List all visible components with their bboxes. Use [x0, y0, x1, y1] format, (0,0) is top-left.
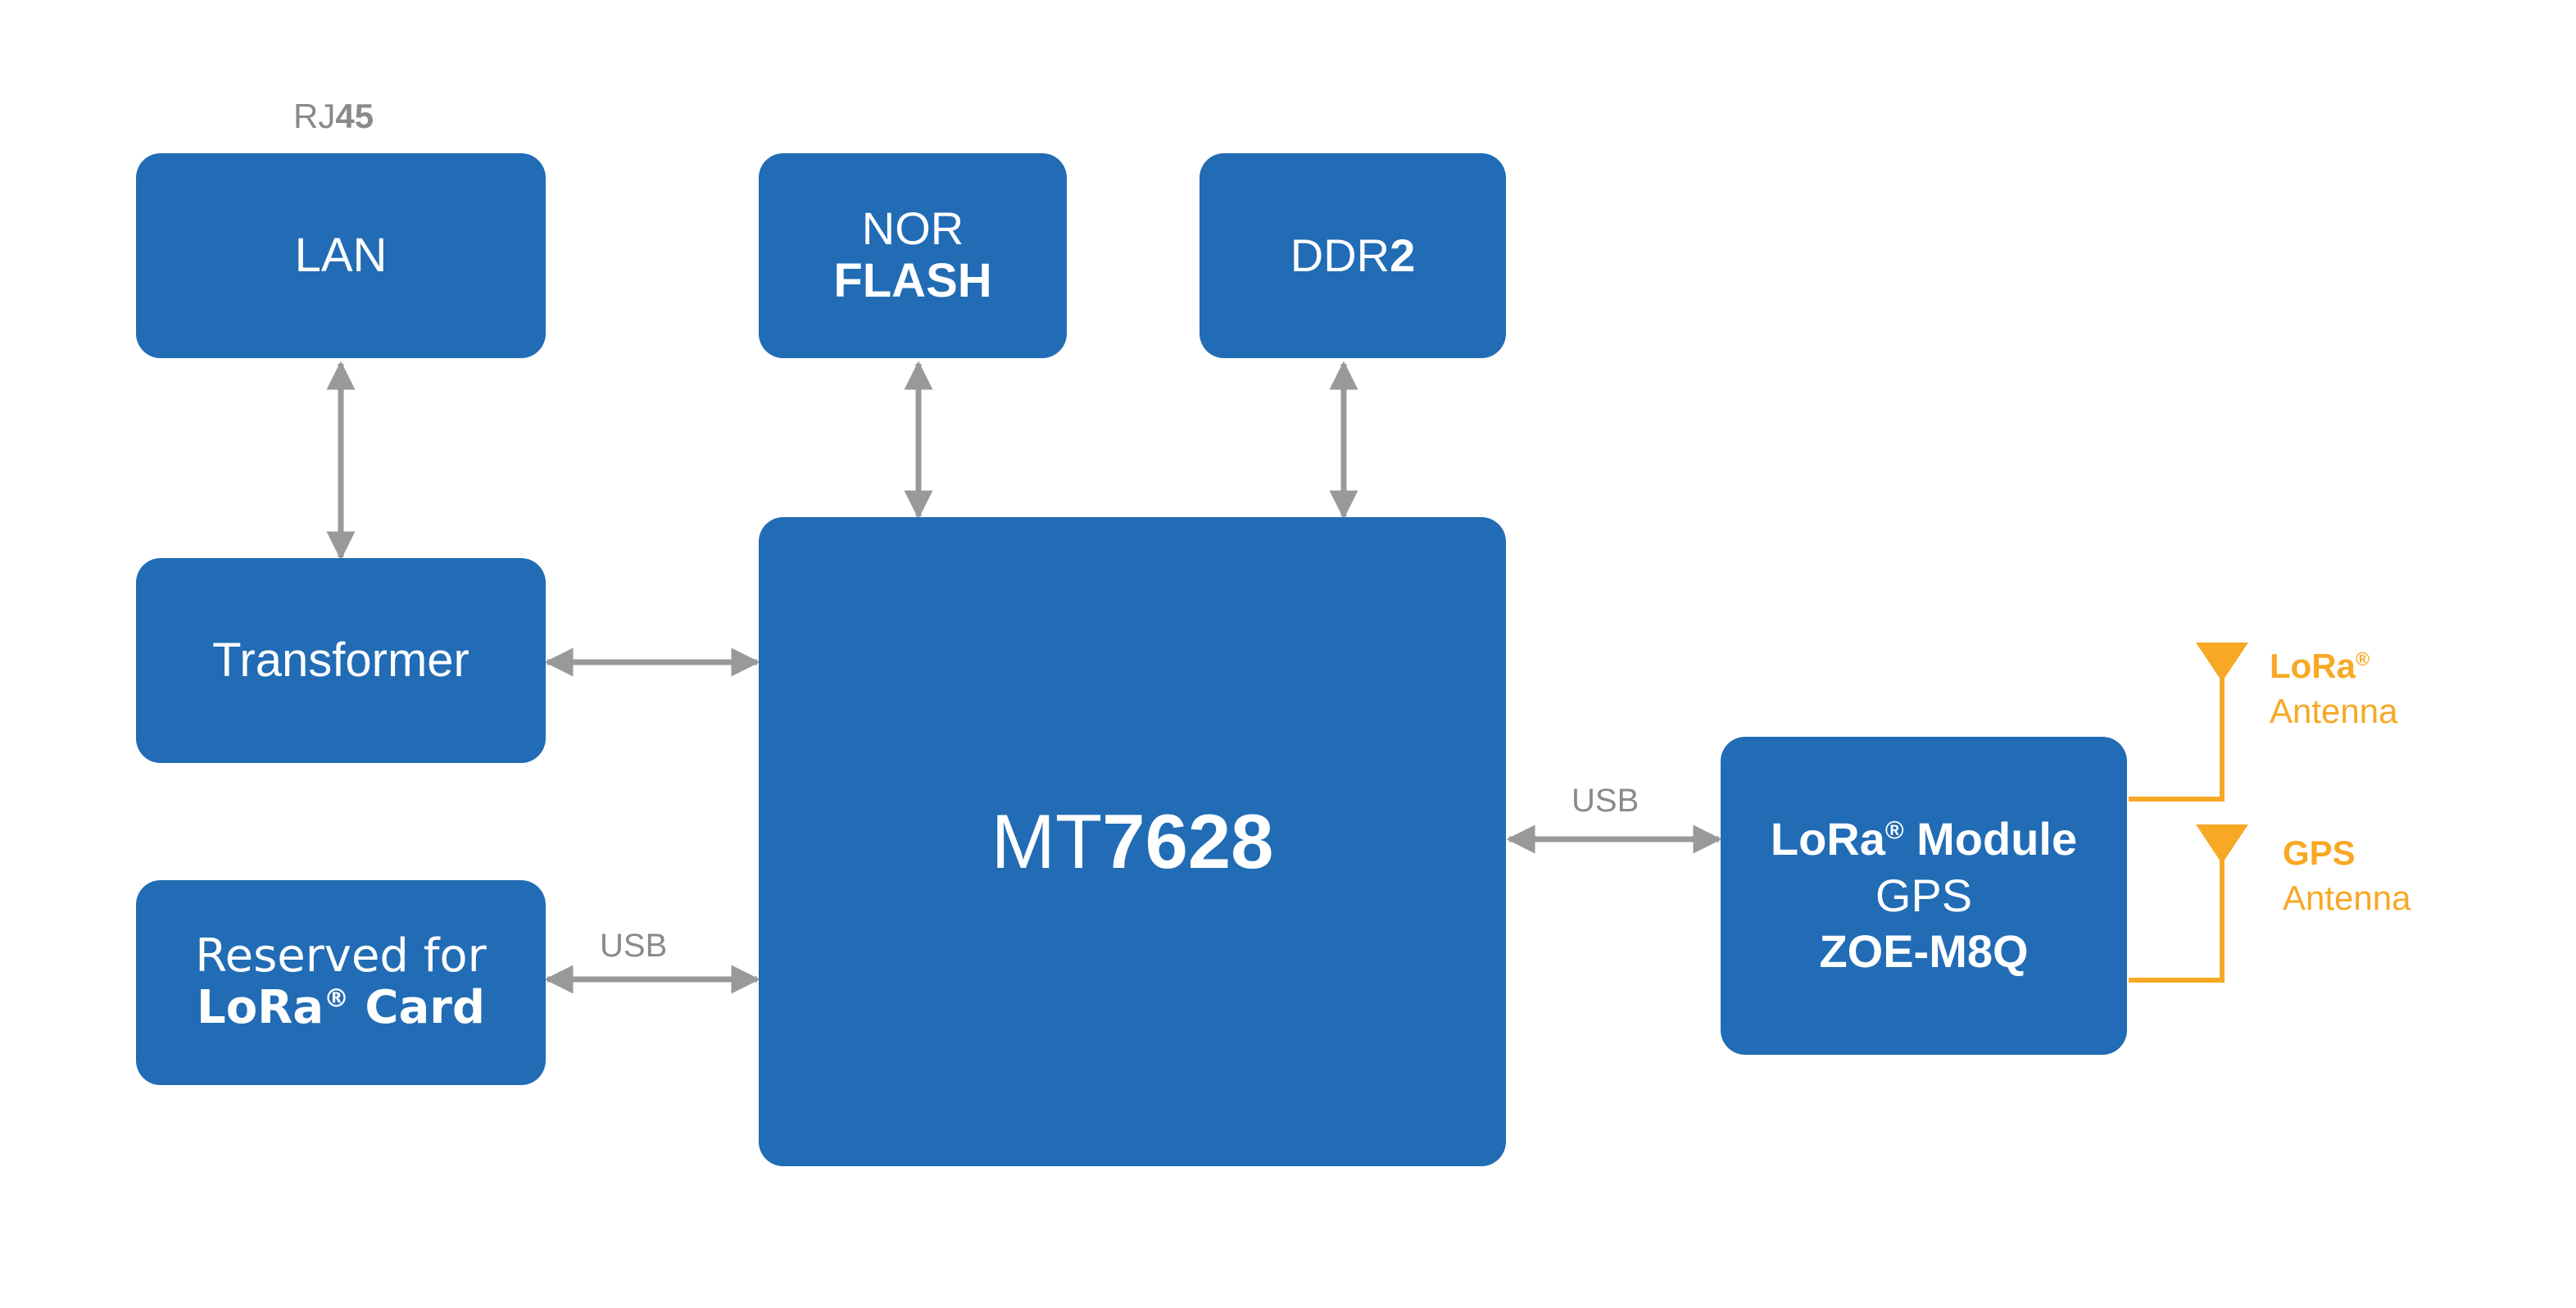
nor-flash-block: NOR FLASH [759, 153, 1067, 358]
module-word: Module [1916, 812, 2078, 865]
lora-antenna-label: LoRa® Antenna [2270, 644, 2397, 733]
gps-antenna-icon [2196, 824, 2248, 864]
reserved-lora: LoRa [197, 981, 324, 1034]
lora-antenna-word: LoRa [2270, 647, 2356, 685]
reserved-line2: LoRa® Card [197, 981, 485, 1034]
usb-label-module: USB [1571, 783, 1639, 819]
lora-antenna-feed [2129, 679, 2225, 802]
gps-antenna-name: GPS [2283, 833, 2356, 872]
reserved-line1: Reserved for [195, 929, 487, 983]
mt7628-label: MT7628 [991, 798, 1274, 884]
lan-block: LAN [136, 153, 546, 358]
lora-antenna-icon [2196, 643, 2248, 682]
nor-flash-line2: FLASH [833, 253, 992, 307]
module-reg-mark: ® [1884, 815, 1904, 845]
gps-antenna-feed [2129, 861, 2225, 983]
reserved-reg-mark: ® [324, 983, 349, 1014]
rj45-label-b: 45 [335, 97, 374, 135]
rj45-label-a: RJ [293, 97, 336, 135]
mt7628-block: MT7628 [759, 517, 1506, 1166]
transformer-block: Transformer [136, 558, 546, 763]
reserved-lora-card-block: Reserved for LoRa® Card [136, 880, 546, 1085]
ddr2-label: DDR2 [1290, 229, 1416, 282]
ddr2-block: DDR2 [1200, 153, 1506, 358]
lora-antenna-reg-mark: ® [2356, 648, 2370, 670]
mt7628-label-b: 7628 [1102, 798, 1274, 885]
module-line2: GPS [1875, 869, 1973, 921]
module-lora: LoRa [1770, 812, 1885, 865]
usb-label-reserved: USB [600, 928, 668, 964]
lora-gps-module-block: LoRa® Module GPS ZOE-M8Q [1721, 737, 2127, 1055]
lora-antenna-sub: Antenna [2270, 691, 2398, 730]
module-line1: LoRa® Module [1770, 812, 2078, 865]
reserved-card: Card [365, 981, 485, 1034]
nor-flash-line1: NOR [861, 202, 964, 255]
mt7628-label-a: MT [991, 798, 1103, 885]
rj45-label: RJ45 [293, 97, 374, 136]
lan-label: LAN [294, 228, 388, 282]
gps-antenna-sub: Antenna [2283, 878, 2411, 917]
transformer-label: Transformer [212, 633, 469, 687]
gps-antenna-label: GPS Antenna [2283, 831, 2410, 920]
ddr2-label-b: 2 [1390, 229, 1416, 281]
ddr2-label-a: DDR [1290, 229, 1390, 281]
lora-antenna-name: LoRa® [2270, 644, 2397, 689]
module-line3: ZOE-M8Q [1819, 925, 2029, 978]
